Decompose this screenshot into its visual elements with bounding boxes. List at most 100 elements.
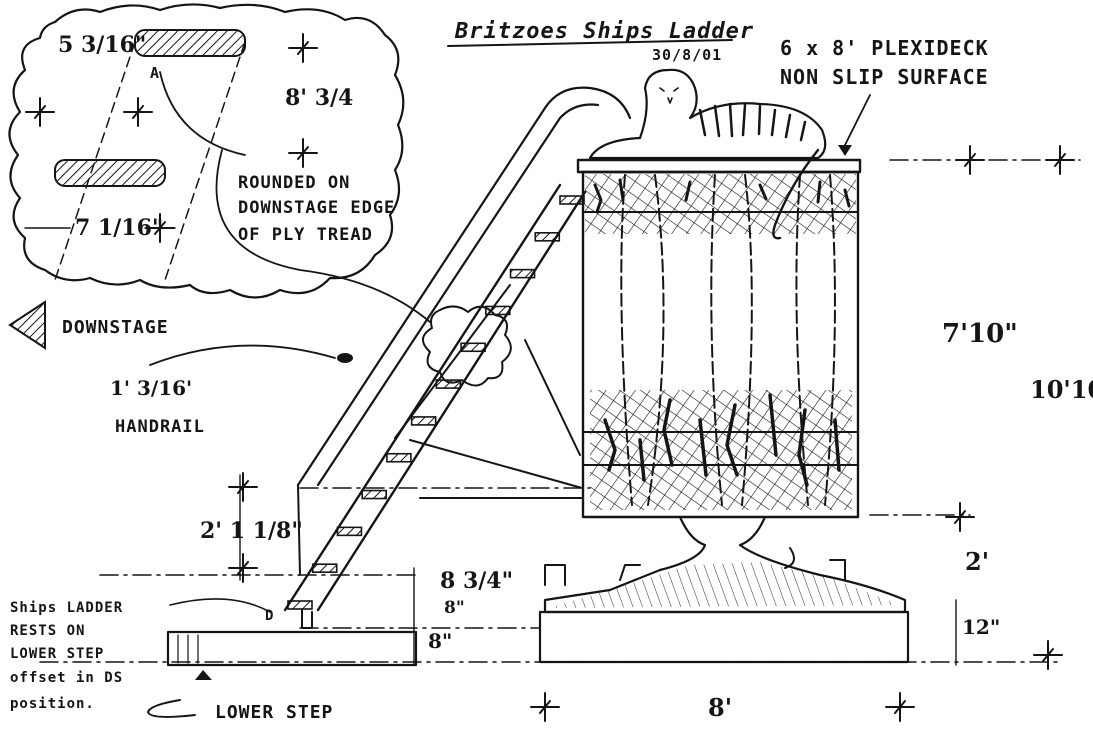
lower-step-grain (177, 634, 199, 664)
handrail-front (297, 484, 301, 576)
stringer-right (316, 190, 587, 612)
leader-line-b (215, 149, 431, 323)
handrail-section-dot (337, 353, 353, 363)
handrail (296, 86, 632, 487)
cross-mark-icon (530, 692, 560, 722)
leader-line-a (159, 71, 246, 156)
riser-dim: 8' 3/4 (285, 85, 353, 111)
rests-leader (169, 598, 271, 613)
platform-height-dim: 7'10" (942, 319, 1018, 349)
title-underline (447, 39, 733, 47)
downstage-marker-icon (8, 300, 46, 350)
ladder-tread (485, 305, 511, 316)
cross-mark-icon (228, 553, 258, 583)
deck-arrowhead (838, 145, 852, 156)
tower-bars (620, 174, 836, 506)
tread-marker: A (150, 64, 160, 82)
dim-verticals (239, 474, 957, 666)
handrail-value: 1' 3/16' (110, 376, 192, 400)
ladder-foot (301, 609, 313, 629)
ladder-tread (361, 489, 387, 500)
ladder-tread (287, 600, 313, 610)
handrail-leader (149, 344, 336, 366)
lower-step-block (166, 630, 418, 667)
rail-height-dim: 2' 1 1/8" (200, 518, 303, 544)
deck-leader (844, 94, 871, 146)
base-height-dim: 2' (965, 547, 989, 576)
ladder-tread (534, 232, 561, 242)
ladder-tread (559, 195, 585, 205)
ladder-treads (287, 195, 585, 610)
plexideck-top (576, 158, 862, 174)
point-label: D (265, 608, 274, 624)
ladder-brace (394, 284, 583, 499)
ships-ladder: D (265, 86, 632, 629)
cross-mark-icon (123, 97, 153, 127)
tiger-sculpture-icon (588, 68, 827, 240)
tread-detail-cloud (422, 305, 512, 387)
foliage-lower (603, 393, 841, 487)
ladder-tread (509, 268, 536, 279)
cross-mark-icon (1033, 640, 1063, 670)
width-dim: 8' (708, 693, 732, 722)
base-plinth (538, 515, 910, 664)
cross-mark-icon (288, 33, 318, 63)
total-height-dim: 10'10" (1030, 375, 1093, 404)
cross-mark-icon (885, 692, 915, 722)
rests-line4: offset in DS (10, 670, 123, 686)
rounded-edge-note: ROUNDED ON DOWNSTAGE EDGE OF PLY TREAD (215, 149, 431, 323)
datum-lines (39, 159, 1081, 663)
rounded-note-line2: DOWNSTAGE EDGE (238, 198, 395, 218)
tiger-stripes (698, 102, 807, 142)
rests-line5: position. (10, 696, 95, 712)
cross-mark-icon (145, 213, 175, 243)
step-riser-a-dim: 8 3/4" (440, 568, 513, 594)
rounded-note-line3: OF PLY TREAD (238, 225, 373, 245)
handrail-note: 1' 3/16' HANDRAIL (110, 344, 353, 437)
tiger-face (659, 87, 679, 104)
deck-note-line1: 6 x 8' PLEXIDECK (780, 36, 989, 60)
upper-mesh-panel (585, 174, 856, 234)
deck-note: 6 x 8' PLEXIDECK NON SLIP SURFACE (780, 36, 989, 156)
rests-note: Ships LADDER RESTS ON LOWER STEP offset … (10, 598, 271, 712)
deck-note-line2: NON SLIP SURFACE (780, 65, 989, 89)
plinth-block (538, 610, 910, 664)
cross-mark-icon (228, 472, 258, 502)
tower-frame (581, 170, 860, 519)
tiger-tail (772, 148, 820, 240)
title-block: Britzoes Ships Ladder 30/8/01 (447, 19, 753, 64)
lower-step (166, 630, 418, 680)
ladder-tread (336, 526, 363, 537)
downstage-legend: DOWNSTAGE (8, 300, 169, 350)
rests-line3: LOWER STEP (10, 646, 104, 662)
ladder-tread (410, 416, 437, 426)
plinth-height-dim: 12" (962, 615, 1000, 639)
tiger-body (588, 68, 827, 160)
urn-base (543, 515, 907, 614)
tread-width-top-dim: 5 3/16" (58, 32, 146, 58)
ladder-tread (311, 563, 338, 573)
ladder-tread (386, 452, 412, 463)
rounded-note-line1: ROUNDED ON (238, 173, 350, 193)
rests-line2: RESTS ON (10, 623, 85, 639)
stringer-line-b (164, 41, 246, 281)
drawing-date: 30/8/01 (652, 46, 722, 64)
handrail-label: HANDRAIL (115, 417, 205, 437)
rests-line1: Ships LADDER (10, 600, 123, 616)
step-riser-c-dim: 8" (428, 629, 452, 653)
downstage-label: DOWNSTAGE (62, 317, 169, 338)
cross-mark-icon (288, 138, 318, 168)
cross-mark-icon (25, 97, 55, 127)
stringer-left (283, 183, 562, 612)
stringer-line-a (54, 41, 136, 281)
plinth-supports (544, 547, 846, 586)
detail-cloud-outline (8, 3, 405, 299)
lower-step-note: LOWER STEP (147, 699, 333, 723)
lower-step-label: LOWER STEP (215, 702, 333, 723)
lower-step-arrow (195, 670, 212, 680)
ladder-tread (435, 379, 462, 389)
mound-texture (548, 562, 900, 608)
tread-section-top (134, 29, 246, 57)
step-riser-b-dim: 8" (444, 598, 465, 618)
